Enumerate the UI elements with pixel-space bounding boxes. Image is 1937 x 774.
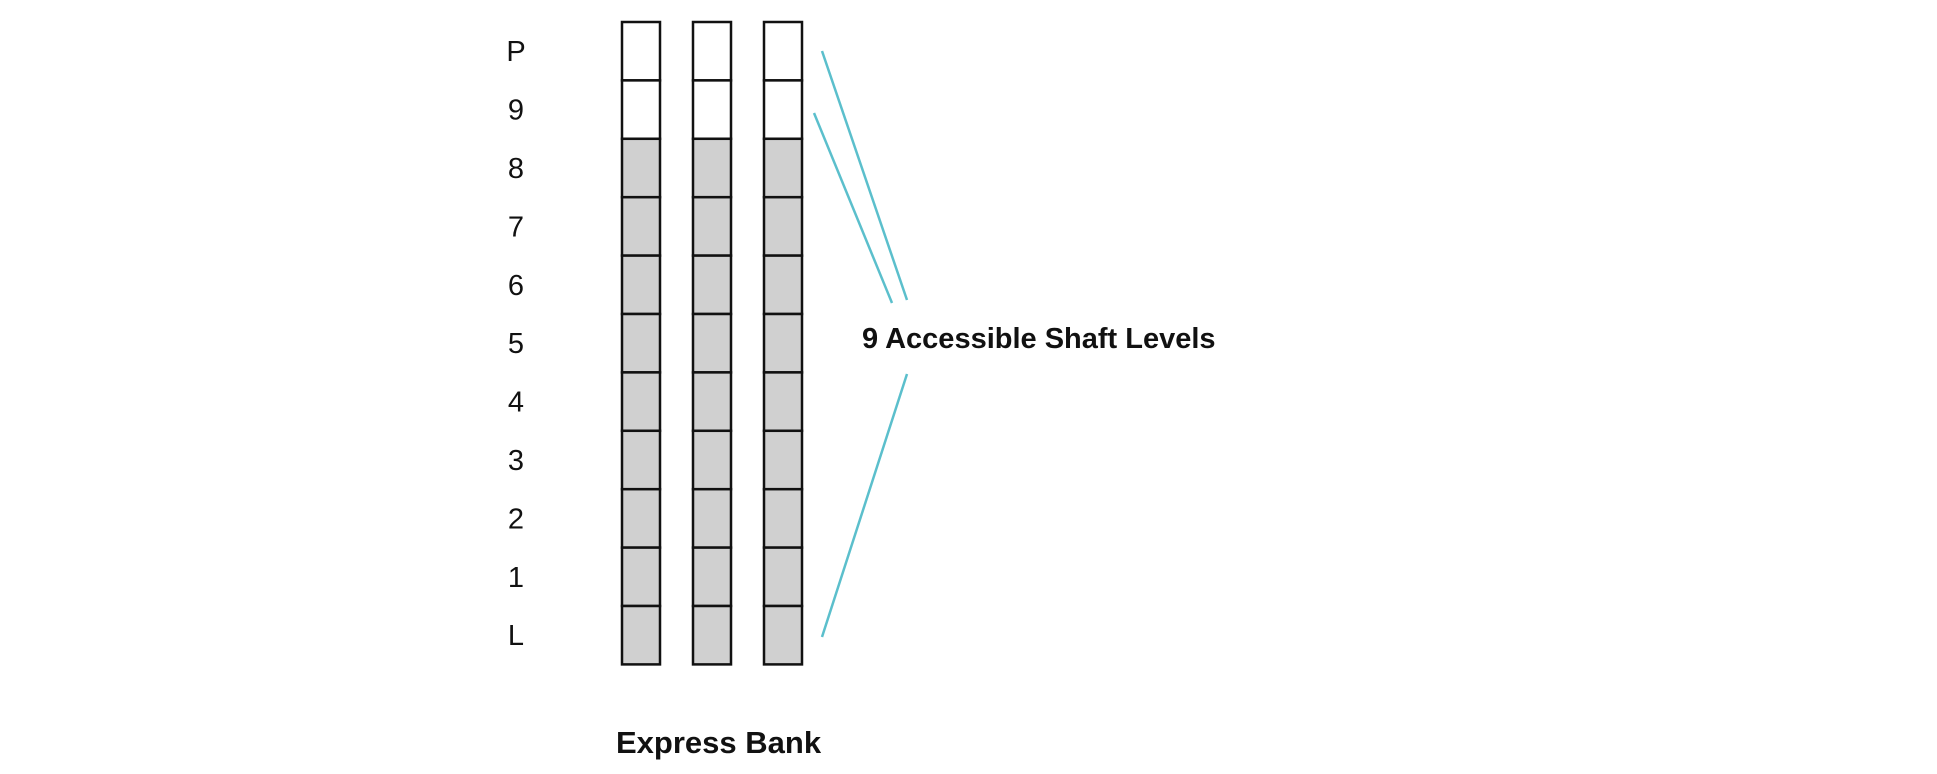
shaft-1: [620, 20, 662, 666]
shaft-3-cell-6: [762, 254, 804, 316]
floor-label-l: L: [508, 620, 524, 652]
shaft-2-cell-2: [691, 487, 733, 549]
floor-label-1: 1: [508, 562, 524, 594]
shaft-1-cell-l: [620, 604, 662, 666]
floor-label-6: 6: [508, 270, 524, 302]
floor-label-5: 5: [508, 328, 524, 360]
floor-label-p: P: [506, 36, 525, 68]
floor-label-2: 2: [508, 503, 524, 535]
shaft-1-cell-3: [620, 429, 662, 491]
elevator-shafts: [620, 20, 804, 666]
floor-label-7: 7: [508, 211, 524, 243]
shaft-3-cell-9: [762, 79, 804, 141]
floor-labels: P 9 8 7 6 5 4 3 2 1L: [506, 36, 525, 652]
shaft-2-cell-4: [691, 371, 733, 433]
bank-caption: Express Bank: [616, 725, 822, 760]
shaft-3-cell-p: [762, 20, 804, 82]
shaft-1-cell-6: [620, 254, 662, 316]
shaft-3-cell-8: [762, 137, 804, 199]
shaft-3-cell-1: [762, 546, 804, 608]
shaft-1-cell-2: [620, 487, 662, 549]
shaft-3: [762, 20, 804, 666]
shaft-2-cell-1: [691, 546, 733, 608]
accessible-levels-label: 9 Accessible Shaft Levels: [862, 323, 1216, 355]
shaft-2-cell-7: [691, 195, 733, 257]
shaft-1-cell-p: [620, 20, 662, 82]
bracket-line-top-inner: [812, 112, 894, 304]
floor-label-4: 4: [508, 387, 524, 419]
shaft-1-cell-4: [620, 371, 662, 433]
shaft-2-cell-l: [691, 604, 733, 666]
floor-label-9: 9: [508, 95, 524, 127]
shaft-2-cell-9: [691, 79, 733, 141]
bracket-line-bottom: [820, 373, 909, 638]
shaft-3-cell-7: [762, 195, 804, 257]
floor-label-8: 8: [508, 153, 524, 185]
shaft-2-cell-3: [691, 429, 733, 491]
shaft-2: [691, 20, 733, 666]
shaft-2-cell-6: [691, 254, 733, 316]
shaft-1-cell-9: [620, 79, 662, 141]
floor-label-3: 3: [508, 445, 524, 477]
shaft-3-cell-3: [762, 429, 804, 491]
shaft-1-cell-5: [620, 312, 662, 374]
shaft-1-cell-7: [620, 195, 662, 257]
shaft-2-cell-p: [691, 20, 733, 82]
bracket-line-top-outer: [820, 50, 909, 301]
shaft-3-cell-5: [762, 312, 804, 374]
shaft-3-cell-4: [762, 371, 804, 433]
shaft-1-cell-1: [620, 546, 662, 608]
shaft-2-cell-5: [691, 312, 733, 374]
accessible-levels-bracket: [812, 50, 909, 638]
shaft-3-cell-2: [762, 487, 804, 549]
shaft-3-cell-l: [762, 604, 804, 666]
shaft-1-cell-8: [620, 137, 662, 199]
shaft-2-cell-8: [691, 137, 733, 199]
